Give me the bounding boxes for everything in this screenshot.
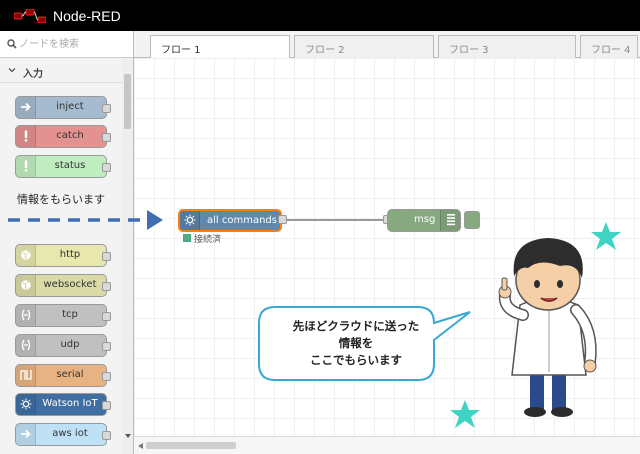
palette-node-websocket[interactable]: websocket [15,274,111,297]
node-red-logo-icon [14,9,46,23]
flow-node-debug-msg[interactable]: msg [387,209,461,232]
palette-node-label: inject [56,101,84,112]
exclamation-icon [24,160,28,172]
palette-node-aws-iot[interactable]: aws iot [15,423,111,446]
output-port[interactable] [102,372,111,381]
watson-iot-icon [184,214,196,226]
output-port[interactable] [102,342,111,351]
output-port[interactable] [102,282,111,291]
palette-node-udp[interactable]: udp [15,334,111,357]
chevron-down-icon [8,68,16,73]
palette-node-catch[interactable]: catch [15,125,111,148]
palette-category-input[interactable]: 入力 [0,59,122,83]
flow-workspace[interactable]: all commands 接続済 msg [134,58,640,436]
flow-node-label: msg [414,214,436,225]
palette-node-status[interactable]: status [15,155,111,178]
palette-node-label: udp [60,339,80,350]
debug-toggle-button[interactable] [464,211,480,229]
palette-node-watson-iot[interactable]: Watson IoT [15,393,111,416]
palette-scrollbar[interactable] [122,59,133,454]
arrow-right-icon [21,429,31,439]
serial-icon [20,370,32,380]
tab-label: フロー 2 [305,45,345,56]
palette-node-label: tcp [62,309,78,320]
output-port[interactable] [278,215,287,224]
output-port[interactable] [102,163,111,172]
list-icon [447,214,455,226]
palette-node-tcp[interactable]: tcp [15,304,111,327]
header-bar: Node-RED [0,0,640,31]
bridge-icon [21,339,31,351]
scroll-down-icon[interactable] [124,432,132,440]
palette-node-label: catch [56,130,84,141]
speech-bubble-line: 先ほどクラウドに送った [292,319,420,333]
workspace-scrollbar[interactable] [134,436,640,454]
flow-tab-bar: フロー 1 フロー 2 フロー 3 フロー 4 [134,31,640,59]
output-port[interactable] [102,401,111,410]
node-palette: 入力 inject catch status 情報をもらいます http web… [0,31,134,454]
output-port[interactable] [102,312,111,321]
tab-label: フロー 3 [449,45,489,56]
flow-node-label: all commands [207,215,277,226]
speech-bubble-line: ここでもらいます [310,353,402,367]
status-text: 接続済 [194,235,222,245]
watson-iot-icon [20,398,32,410]
status-indicator [183,234,191,242]
palette-category-label: 入力 [23,69,43,80]
scroll-left-icon[interactable] [137,442,144,450]
palette-node-label: http [59,249,81,260]
palette-node-label: status [54,160,86,171]
palette-search-input[interactable] [19,36,127,53]
exclamation-icon [24,130,28,142]
globe-icon [21,280,31,290]
output-port[interactable] [102,133,111,142]
palette-node-label: websocket [43,279,97,290]
arrow-right-icon [21,102,31,112]
flow-node-all-commands[interactable]: all commands [178,209,282,232]
palette-search [0,31,133,58]
palette-node-inject[interactable]: inject [15,96,111,119]
tab-flow-2[interactable]: フロー 2 [294,35,434,58]
output-port[interactable] [102,252,111,261]
tab-flow-4[interactable]: フロー 4 [580,35,638,58]
palette-annotation-text: 情報をもらいます [17,193,105,206]
palette-node-label: serial [56,369,84,380]
globe-icon [21,250,31,260]
palette-node-label: Watson IoT [42,398,98,409]
tab-label: フロー 1 [161,45,201,56]
bridge-icon [21,309,31,321]
search-icon [7,39,17,49]
speech-bubble-text: 先ほどクラウドに送った 情報を ここでもらいます [271,318,441,369]
palette-node-serial[interactable]: serial [15,364,111,387]
tab-flow-1[interactable]: フロー 1 [150,35,290,59]
palette-scrollbar-thumb[interactable] [124,74,131,129]
flow-wire[interactable] [134,58,640,436]
app-title: Node-RED [53,8,121,24]
output-port[interactable] [102,104,111,113]
workspace-scrollbar-thumb[interactable] [146,442,236,449]
palette-node-http[interactable]: http [15,244,111,267]
speech-bubble-line: 情報を [338,336,374,350]
tab-label: フロー 4 [591,45,631,56]
output-port[interactable] [102,431,111,440]
palette-node-label: aws iot [52,428,88,439]
tab-flow-3[interactable]: フロー 3 [438,35,576,58]
